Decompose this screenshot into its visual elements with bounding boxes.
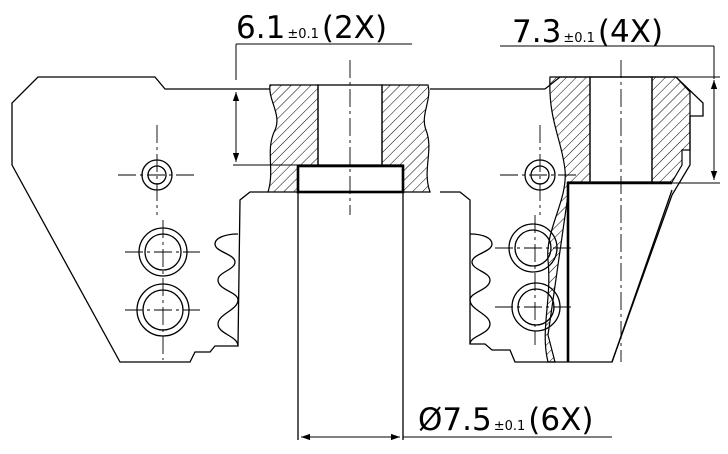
dim-text-7-3: 7.3±0.1(4X) bbox=[512, 14, 663, 50]
break-line-left bbox=[214, 233, 239, 347]
insert-right-taper bbox=[611, 189, 673, 363]
insert-left-flange bbox=[296, 164, 405, 194]
break-line-right bbox=[469, 233, 493, 345]
insert-right-hatch-a bbox=[544, 76, 591, 363]
dim-text-6-1: 6.1±0.1(2X) bbox=[236, 10, 387, 46]
insert-left-hatch-b bbox=[381, 84, 431, 193]
insert-left-hatch-a bbox=[267, 84, 319, 193]
center-lines bbox=[118, 60, 622, 362]
body-outline-left bbox=[11, 76, 268, 363]
dim-text-dia-7-5: Ø7.5±0.1(6X) bbox=[418, 402, 593, 438]
dimension-6-1 bbox=[232, 43, 412, 166]
insert-right-profile bbox=[566, 181, 672, 362]
dimension-7-3 bbox=[500, 45, 720, 184]
pin-bore-lines bbox=[297, 192, 404, 440]
insert-right-hatch-b bbox=[651, 76, 691, 183]
